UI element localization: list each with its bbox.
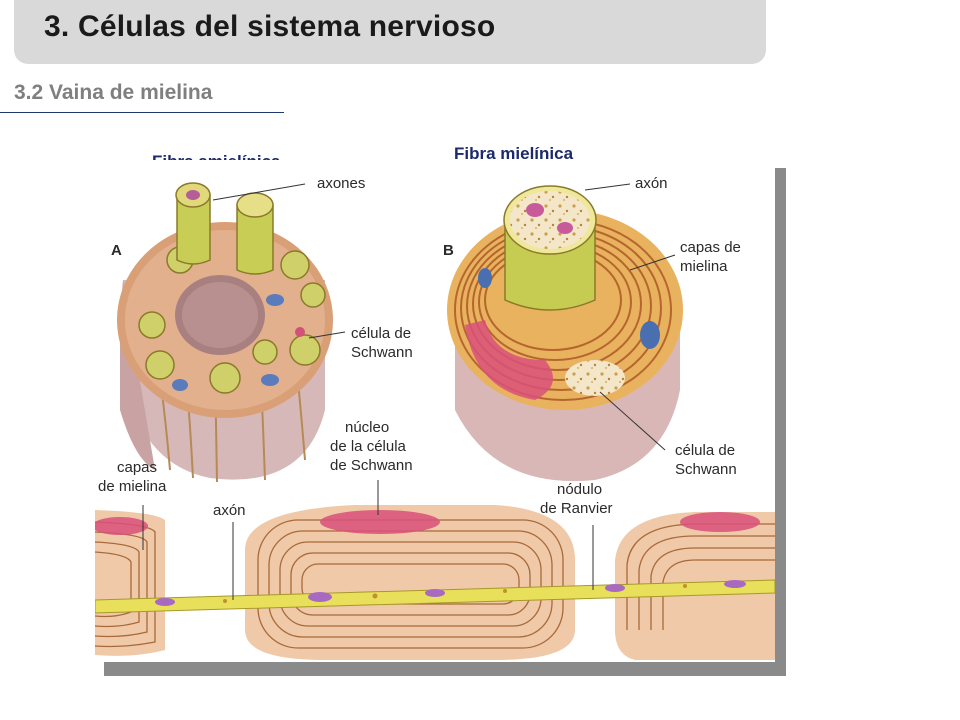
label-capas-b-1: capas de xyxy=(680,239,741,256)
section-subtitle: 3.2 Vaina de mielina xyxy=(14,81,213,104)
subtitle-underline xyxy=(0,112,284,113)
label-celula-schwann-b-2: Schwann xyxy=(675,461,737,478)
title-bar xyxy=(14,0,766,64)
leader-lines xyxy=(142,183,676,600)
label-nodulo-1: nódulo xyxy=(557,481,602,498)
label-celula-schwann-a-2: Schwann xyxy=(351,344,413,361)
panel-b-letter: B xyxy=(443,242,454,259)
nerve-fiber-illustration: A B axones célula de Schwann axón capas … xyxy=(95,160,775,662)
label-axon-b: axón xyxy=(635,175,668,192)
label-nucleo-1: núcleo xyxy=(345,419,389,436)
label-nodulo-2: de Ranvier xyxy=(540,500,613,517)
panel-a-drawing xyxy=(117,182,333,483)
label-capas-bottom-1: capas xyxy=(117,459,157,476)
label-celula-schwann-b-1: célula de xyxy=(675,442,735,459)
label-axon-bottom: axón xyxy=(213,502,246,519)
label-capas-b-2: mielina xyxy=(680,258,728,275)
label-nucleo-3: de Schwann xyxy=(330,457,413,474)
label-capas-bottom-2: de mielina xyxy=(98,478,167,495)
caption-mielinic-fiber: Fibra mielínica xyxy=(454,144,574,163)
label-celula-schwann-a-1: célula de xyxy=(351,325,411,342)
longitudinal-fiber-drawing xyxy=(95,505,775,660)
panel-b-drawing xyxy=(447,185,683,482)
panel-a-letter: A xyxy=(111,242,122,259)
label-axones: axones xyxy=(317,175,365,192)
page-title: 3. Células del sistema nervioso xyxy=(44,10,496,43)
label-nucleo-2: de la célula xyxy=(330,438,407,455)
